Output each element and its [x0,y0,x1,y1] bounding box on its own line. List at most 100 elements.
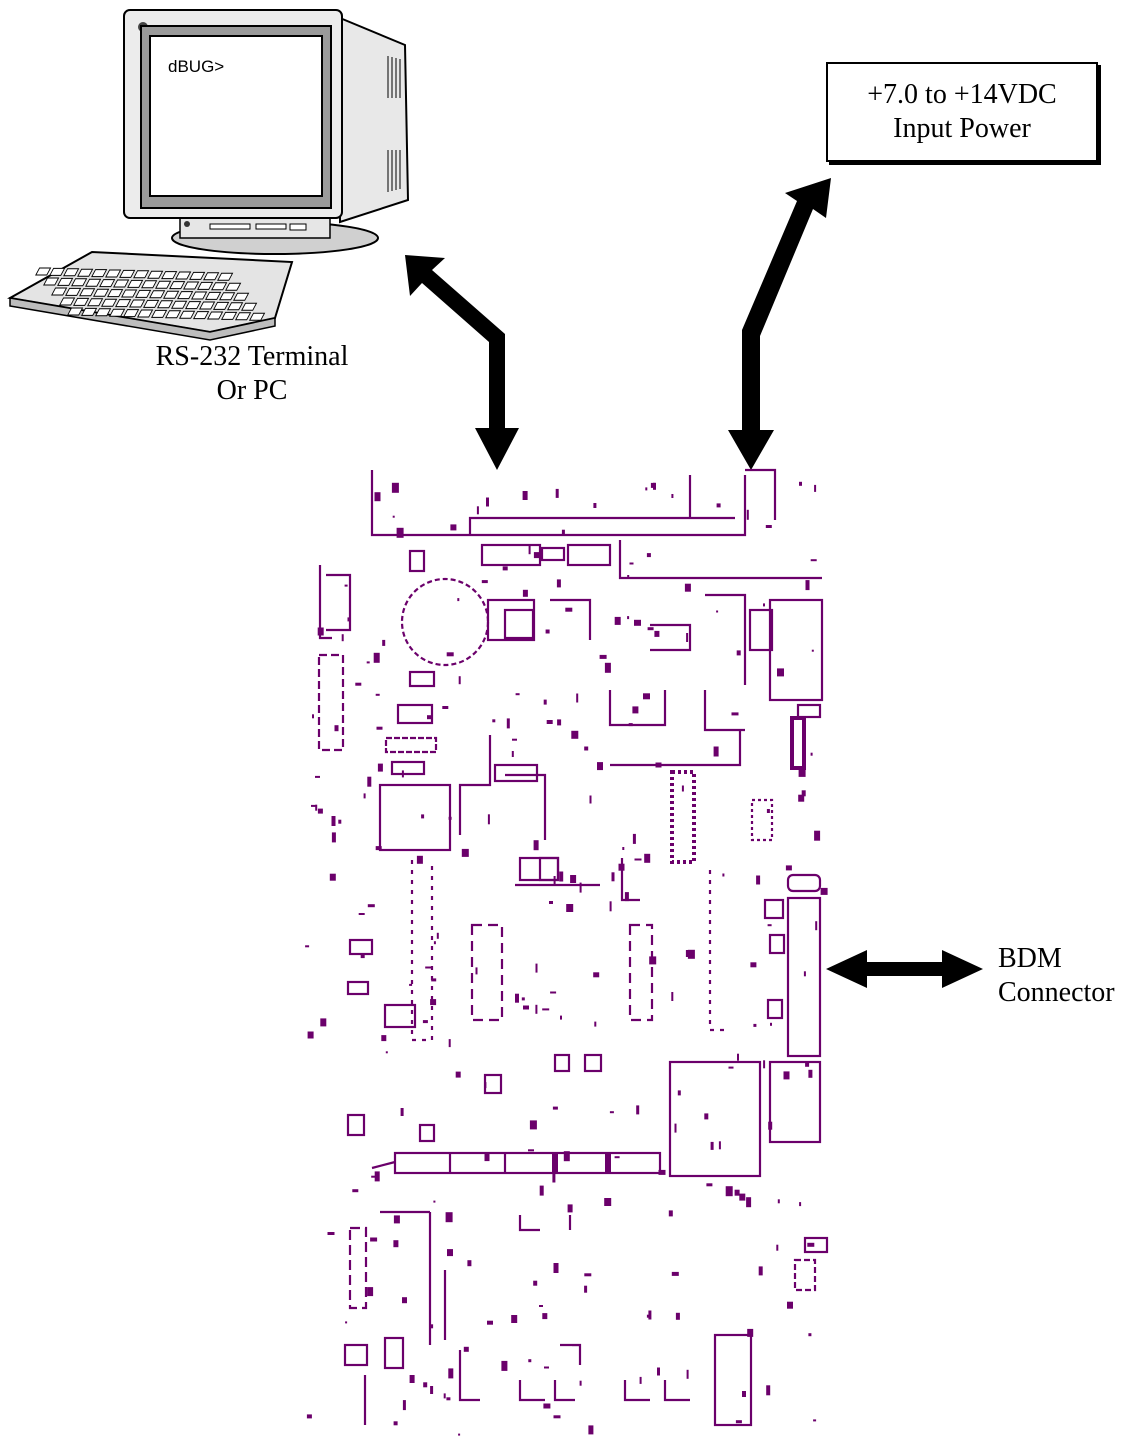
keyboard-key-icon [79,288,96,297]
keyboard-key-icon [240,302,258,311]
board-pad [627,575,630,579]
board-pad [360,954,365,959]
keyboard-key-icon [66,307,84,316]
board-pad [675,1312,680,1320]
board-pad [584,1285,588,1293]
keyboard-key-icon [177,291,194,300]
keyboard-key-icon [198,301,216,310]
keyboard-key-icon [183,281,200,290]
terminal-label-line1: RS-232 Terminal [155,341,349,372]
board-pad [543,1403,551,1409]
board-pad [515,693,520,696]
board-pad [392,515,395,518]
board-pad [798,794,805,802]
board-pad [655,762,662,768]
board-pad [433,941,436,945]
keyboard-key-icon [122,309,140,318]
board-pad [329,873,336,881]
board-pad [563,1151,570,1162]
board-pad [763,1060,766,1069]
keyboard-key-icon [226,302,244,311]
board-pad [476,506,479,515]
board-pad [396,527,404,538]
board-pad [750,962,757,968]
board-pad [345,1321,348,1324]
board-pad [808,1069,813,1078]
board-pad [629,562,634,565]
keyboard-key-icon [205,291,222,300]
keyboard-key-icon [94,308,112,317]
board-pad [768,1121,773,1130]
power-label-line2: Input Power [893,113,1031,144]
board-pad [737,1053,739,1061]
board-pad [654,630,660,637]
keyboard-key-icon [217,272,234,281]
board-pad [808,1333,812,1337]
board-pad [747,1328,754,1337]
board-pad [543,699,547,705]
keyboard-key-icon [225,282,242,291]
board-pad [646,553,651,558]
keyboard-key-icon [170,300,188,309]
board-pad [556,579,561,588]
board-pad [553,876,556,884]
board-pad [311,804,317,807]
keyboard-key-icon [233,292,250,301]
board-pad [671,992,674,1001]
board-pad [645,487,648,491]
board-pad [425,966,433,969]
board-pad [342,691,344,698]
board-pad [681,785,684,792]
board-pad [331,832,336,843]
keyboard-key-icon [164,310,182,319]
board-pad [584,746,589,751]
board-pad [366,661,370,664]
board-pad [457,598,460,602]
power-link-arrow [728,178,831,470]
board-pad [810,559,817,562]
board-pad [650,482,655,488]
board-pad [375,693,380,696]
board-pad [725,1186,733,1197]
board-pad [344,584,348,587]
board-pad [765,525,772,528]
keyboard-key-icon [169,281,186,290]
board-pad [646,1314,650,1318]
board-pad [501,1360,508,1371]
board-pad [810,752,813,756]
board-pad [492,719,496,723]
board-pad [736,650,741,656]
board-pad [674,1123,677,1133]
board-pad [566,904,574,912]
board-pad [400,1108,404,1116]
board-pad [739,1193,746,1201]
keyboard-key-icon [119,269,136,278]
keyboard-key-icon [57,277,74,286]
board-pad [535,963,538,973]
board-pad [358,913,365,915]
board-pad [416,855,423,864]
board-pad [597,762,603,771]
board-pad [671,494,674,498]
bdm-label: BDM Connector [998,942,1115,1010]
keyboard-key-icon [136,309,154,318]
bdm-label-line1: BDM [998,943,1062,974]
board-pad [553,1263,559,1273]
keyboard-icon [7,250,294,341]
board-pad [636,1105,640,1115]
board-pad [484,1082,487,1089]
board-pad [430,1386,434,1394]
keyboard-key-icon [206,311,224,320]
power-label-line1: +7.0 to +14VDC [867,79,1057,110]
board-pad [776,1244,779,1251]
board-pad [766,1385,771,1396]
board-pad [643,693,650,700]
board-pad [632,833,636,844]
keyboard-key-icon [234,312,252,321]
board-pad [770,1022,772,1026]
board-pad [576,693,579,703]
board-pad [484,1152,490,1162]
board-pad [634,619,641,626]
keyboard-key-icon [107,289,124,298]
board-pad [373,652,380,663]
